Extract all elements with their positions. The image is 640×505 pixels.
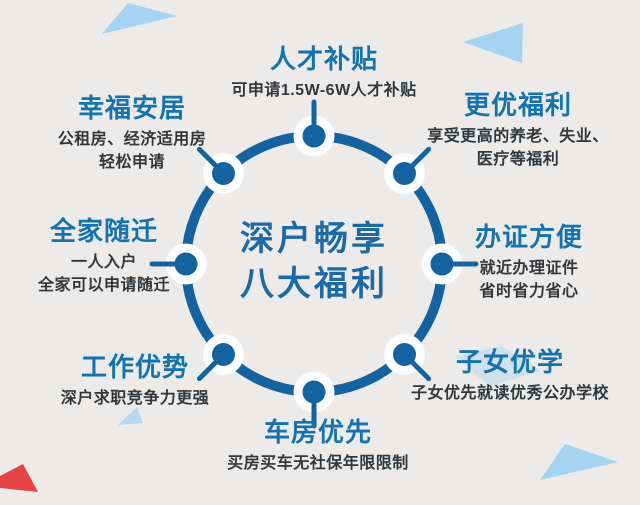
benefit-description: 就近办理证件 xyxy=(479,260,579,278)
benefit-title: 幸福安居 xyxy=(77,93,187,123)
decor-triangle-red-bottom-left xyxy=(0,464,38,492)
ring-node-bottom-right xyxy=(384,334,432,382)
node-dot xyxy=(174,252,198,276)
benefit-happy-housing: 幸福安居 公租房、经济适用房 轻松申请 xyxy=(57,93,207,175)
node-dot xyxy=(212,162,235,185)
ring-node-top-right xyxy=(384,146,432,194)
benefit-title: 车房优先 xyxy=(263,417,373,447)
benefit-description: 深户求职竞争力更强 xyxy=(60,390,210,408)
ring-node-bottom xyxy=(293,371,335,429)
benefit-job-advantage: 工作优势 深户求职竞争力更强 xyxy=(60,352,210,410)
ring-node-top xyxy=(293,99,335,157)
node-dot xyxy=(212,343,235,366)
benefit-description: 买房买车无社保年限限制 xyxy=(227,455,409,473)
benefit-description: 可申请1.5W-6W人才补贴 xyxy=(231,82,417,100)
center-title: 深户畅享 八大福利 xyxy=(240,217,388,307)
benefit-talent-subsidy: 人才补贴 可申请1.5W-6W人才补贴 xyxy=(231,44,417,102)
benefit-easy-certificates: 办证方便 就近办理证件 省时省力省心 xyxy=(474,222,584,304)
benefit-title: 全家随迁 xyxy=(49,216,159,246)
benefit-description: 一人入户 xyxy=(70,254,138,272)
node-dot xyxy=(430,252,454,276)
ring-node-bottom-left xyxy=(196,334,244,382)
decor-triangle-top-right xyxy=(463,23,523,63)
benefit-better-welfare: 更优福利 享受更高的养老、失业、 医疗等福利 xyxy=(427,90,609,172)
benefit-description: 全家可以申请随迁 xyxy=(37,277,171,295)
benefit-description: 公租房、经济适用房 xyxy=(57,131,207,149)
benefit-family-relocation: 全家随迁 一人入户 全家可以申请随迁 xyxy=(37,216,171,298)
center-title-line1: 深户畅享 xyxy=(240,220,388,258)
benefit-title: 工作优势 xyxy=(80,352,190,382)
decor-parallelogram-children xyxy=(455,346,541,386)
benefit-description: 享受更高的养老、失业、 xyxy=(427,128,609,146)
node-dot xyxy=(393,162,416,185)
node-dot xyxy=(393,343,416,366)
decor-triangle-small-left xyxy=(118,407,143,425)
center-title-line2: 八大福利 xyxy=(240,264,388,303)
benefit-description: 子女优先就读优秀公办学校 xyxy=(410,385,610,403)
benefit-title: 人才补贴 xyxy=(269,44,379,74)
benefit-description: 医疗等福利 xyxy=(476,151,560,169)
ring-node-left xyxy=(149,243,207,285)
benefit-description: 省时省力省心 xyxy=(479,283,579,301)
benefit-title: 办证方便 xyxy=(474,222,584,252)
benefit-title: 子女优学 xyxy=(455,347,565,377)
ring-node-top-left xyxy=(196,146,244,194)
node-dot xyxy=(302,124,326,148)
node-dot xyxy=(302,380,326,404)
benefit-children-education: 子女优学 子女优先就读优秀公办学校 xyxy=(410,347,610,405)
benefit-title: 更优福利 xyxy=(463,90,573,120)
benefit-car-house-priority: 车房优先 买房买车无社保年限限制 xyxy=(227,417,409,475)
decor-triangle-top-left xyxy=(102,3,177,34)
benefit-description: 轻松申请 xyxy=(98,154,166,172)
decor-triangle-bottom-right xyxy=(540,444,618,480)
ring-node-right xyxy=(421,243,479,285)
